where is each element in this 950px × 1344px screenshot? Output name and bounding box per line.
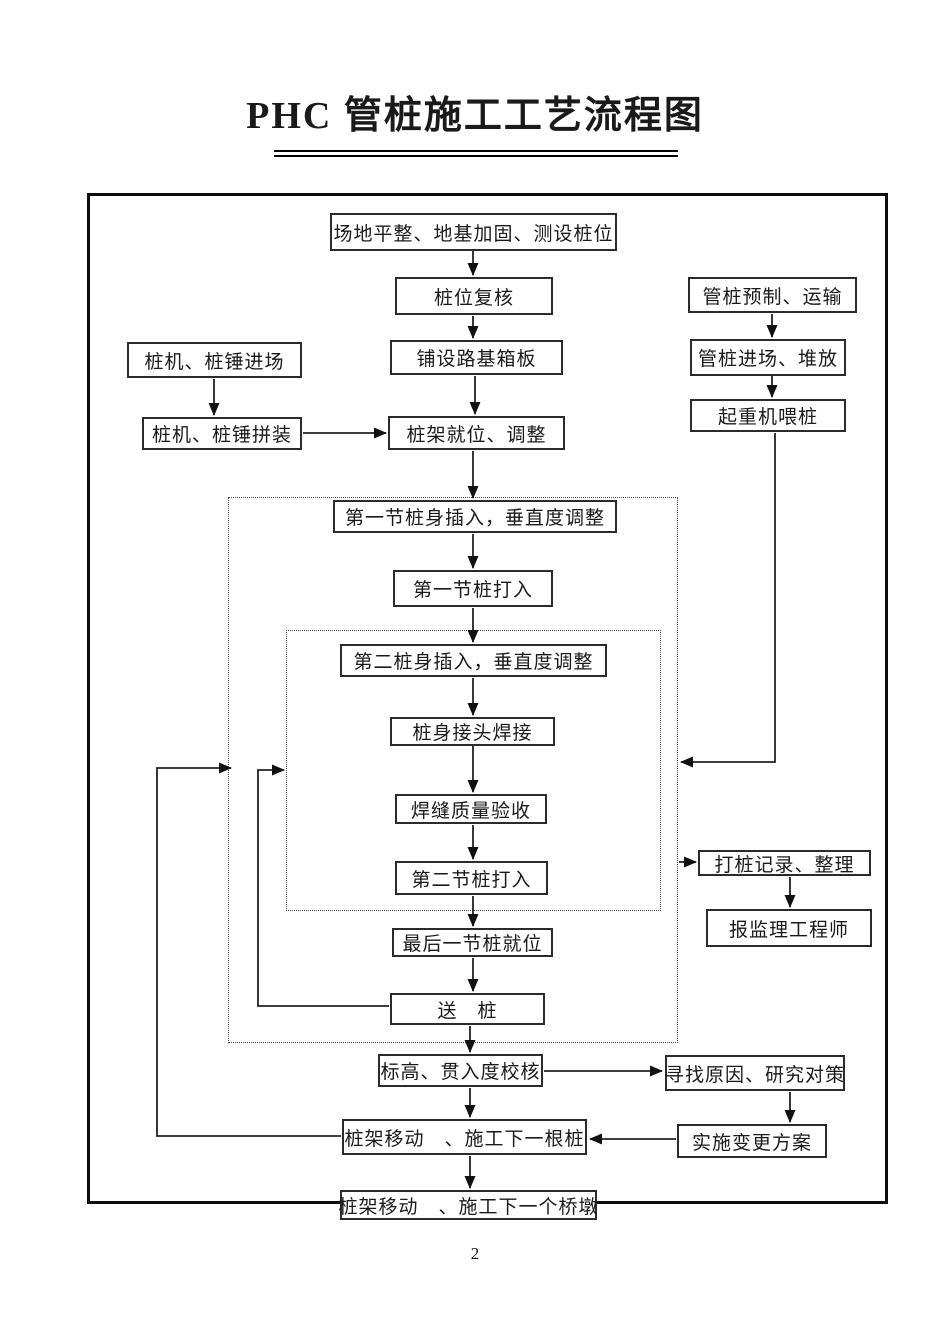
node-pile-position-recheck: 桩位复核 xyxy=(395,277,553,315)
loop-move-next-pile-to-driving-cycle xyxy=(156,762,341,1137)
node-find-cause: 寻找原因、研究对策 xyxy=(665,1055,845,1091)
node-move-rig-next-pier: 桩架移动 、施工下一个桥墩 xyxy=(339,1190,598,1220)
node-implement-change-plan: 实施变更方案 xyxy=(677,1124,827,1158)
node-report-supervisor: 报监理工程师 xyxy=(706,909,872,947)
node-lay-roadbed-boxes: 铺设路基箱板 xyxy=(390,340,563,375)
node-crane-feed-pile: 起重机喂桩 xyxy=(690,399,846,432)
node-rig-hammer-enter: 桩机、桩锤进场 xyxy=(127,342,302,378)
node-pipe-pile-precast: 管桩预制、运输 xyxy=(688,277,857,313)
node-rig-hammer-assemble: 桩机、桩锤拼装 xyxy=(142,417,302,450)
node-send-pile: 送 桩 xyxy=(390,993,545,1025)
node-last-section-position: 最后一节桩就位 xyxy=(392,928,553,957)
node-rig-position-adjust: 桩架就位、调整 xyxy=(388,416,565,450)
node-first-section-drive: 第一节桩打入 xyxy=(393,570,553,607)
node-move-rig-next-pile: 桩架移动 、施工下一根桩 xyxy=(342,1119,587,1155)
arrow-crane-feed-to-cycle xyxy=(680,433,776,768)
node-first-section-insert: 第一节桩身插入，垂直度调整 xyxy=(333,500,617,533)
loop-send-pile-to-second-section-cycle xyxy=(257,764,389,1007)
node-weld-quality-check: 焊缝质量验收 xyxy=(395,794,547,824)
title-underline xyxy=(274,150,678,157)
node-pile-enter-stack: 管桩进场、堆放 xyxy=(690,339,846,376)
page-title: PHC 管桩施工工艺流程图 xyxy=(246,95,704,137)
node-elevation-penetration-check: 标高、贯入度校核 xyxy=(378,1054,543,1087)
node-site-prep: 场地平整、地基加固、测设桩位 xyxy=(330,213,617,251)
node-driving-record: 打桩记录、整理 xyxy=(698,850,871,876)
node-second-section-drive: 第二节桩打入 xyxy=(395,861,548,895)
node-second-section-insert: 第二桩身插入，垂直度调整 xyxy=(340,644,607,677)
page-number: 2 xyxy=(470,1244,480,1263)
node-pile-joint-weld: 桩身接头焊接 xyxy=(390,717,555,746)
